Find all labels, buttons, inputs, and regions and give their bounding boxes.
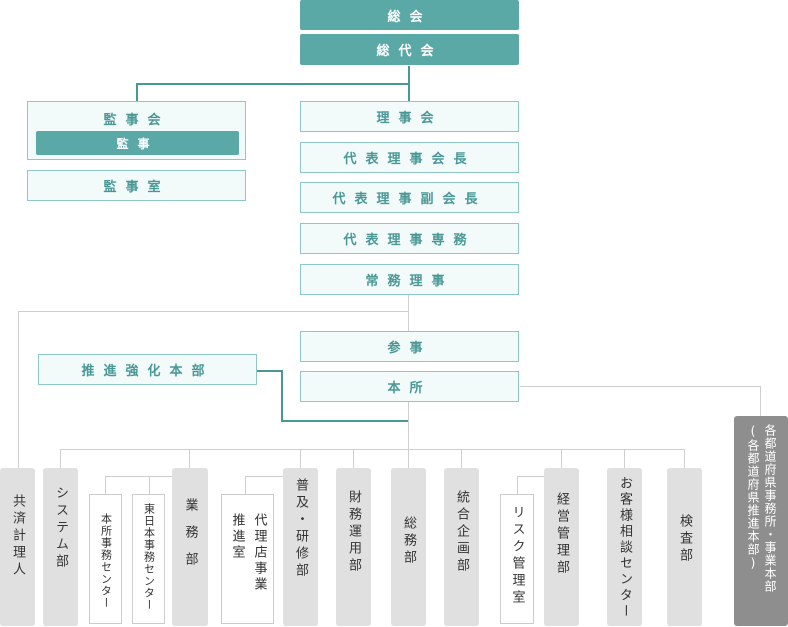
agency-promotion-office-label: 代理店事業 推進室 (229, 513, 267, 593)
representative-meeting-label: 総代会 (376, 44, 443, 59)
auditor-box: 監事 (36, 131, 239, 155)
general-affairs-dept-label: 総務部 (401, 516, 416, 567)
vice-president-box: 代表理事副会長 (300, 182, 519, 213)
head-office-admin-center-label: 本所事務センター (99, 513, 113, 609)
representative-meeting-box: 総代会 (300, 34, 519, 65)
agency-promotion-office-box: 代理店事業 推進室 (221, 494, 274, 624)
president-label: 代表理事会長 (343, 152, 476, 167)
finance-investment-dept-box: 財務運用部 (336, 468, 371, 626)
audit-office-label: 監事室 (103, 180, 170, 195)
inspection-dept-box: 検査部 (667, 468, 702, 626)
operations-dept-label: 業務部 (182, 498, 198, 579)
auditor-label: 監事 (116, 136, 159, 151)
audit-board-label: 監事会 (103, 113, 170, 128)
actuary-label: 共済計理人 (10, 494, 25, 579)
head-office-label: 本所 (387, 381, 432, 396)
customer-consultation-center-label: お客様相談センター (617, 476, 632, 620)
finance-investment-dept-label: 財務運用部 (346, 490, 361, 575)
head-office-admin-center-box: 本所事務センター (89, 494, 122, 624)
systems-dept-box: システム部 (43, 468, 78, 626)
managing-director-label: 常務理事 (365, 274, 454, 289)
board-of-directors-label: 理事会 (376, 111, 443, 126)
east-japan-admin-center-box: 東日本事務センター (132, 494, 165, 624)
promotion-hq-box: 推進強化本部 (38, 354, 257, 385)
integrated-planning-dept-label: 統合企画部 (454, 490, 469, 575)
councilor-box: 参事 (300, 331, 519, 362)
board-of-directors-box: 理事会 (300, 101, 519, 132)
management-control-dept-label: 経営管理部 (554, 492, 569, 577)
senior-managing-director-label: 代表理事専務 (343, 233, 476, 248)
general-meeting-box: 総会 (300, 0, 519, 30)
promotion-training-dept-box: 普及・研修部 (283, 468, 318, 626)
vice-president-label: 代表理事副会長 (332, 192, 487, 207)
risk-management-office-label: リスク管理室 (509, 505, 525, 607)
prefectural-offices-label: 各都道府県事務所・事業本部 (各都道府県推進本部) (746, 424, 777, 593)
actuary-box: 共済計理人 (0, 468, 35, 626)
customer-consultation-center-box: お客様相談センター (607, 468, 642, 626)
inspection-dept-label: 検査部 (677, 514, 692, 565)
head-office-box: 本所 (300, 371, 519, 402)
east-japan-admin-center-label: 東日本事務センター (142, 503, 156, 611)
general-meeting-label: 総会 (387, 9, 432, 25)
councilor-label: 参事 (387, 341, 432, 356)
prefectural-offices-box: 各都道府県事務所・事業本部 (各都道府県推進本部) (734, 416, 788, 626)
president-box: 代表理事会長 (300, 142, 519, 173)
operations-dept-box: 業務部 (172, 468, 208, 626)
audit-office-box: 監事室 (27, 170, 246, 201)
integrated-planning-dept-box: 統合企画部 (444, 468, 479, 626)
promotion-training-dept-label: 普及・研修部 (293, 478, 308, 580)
risk-management-office-box: リスク管理室 (500, 494, 534, 624)
promotion-hq-label: 推進強化本部 (81, 364, 214, 379)
senior-managing-director-box: 代表理事専務 (300, 223, 519, 254)
systems-dept-label: システム部 (53, 486, 68, 571)
management-control-dept-box: 経営管理部 (544, 468, 579, 626)
managing-director-box: 常務理事 (300, 264, 519, 295)
general-affairs-dept-box: 総務部 (391, 468, 426, 626)
